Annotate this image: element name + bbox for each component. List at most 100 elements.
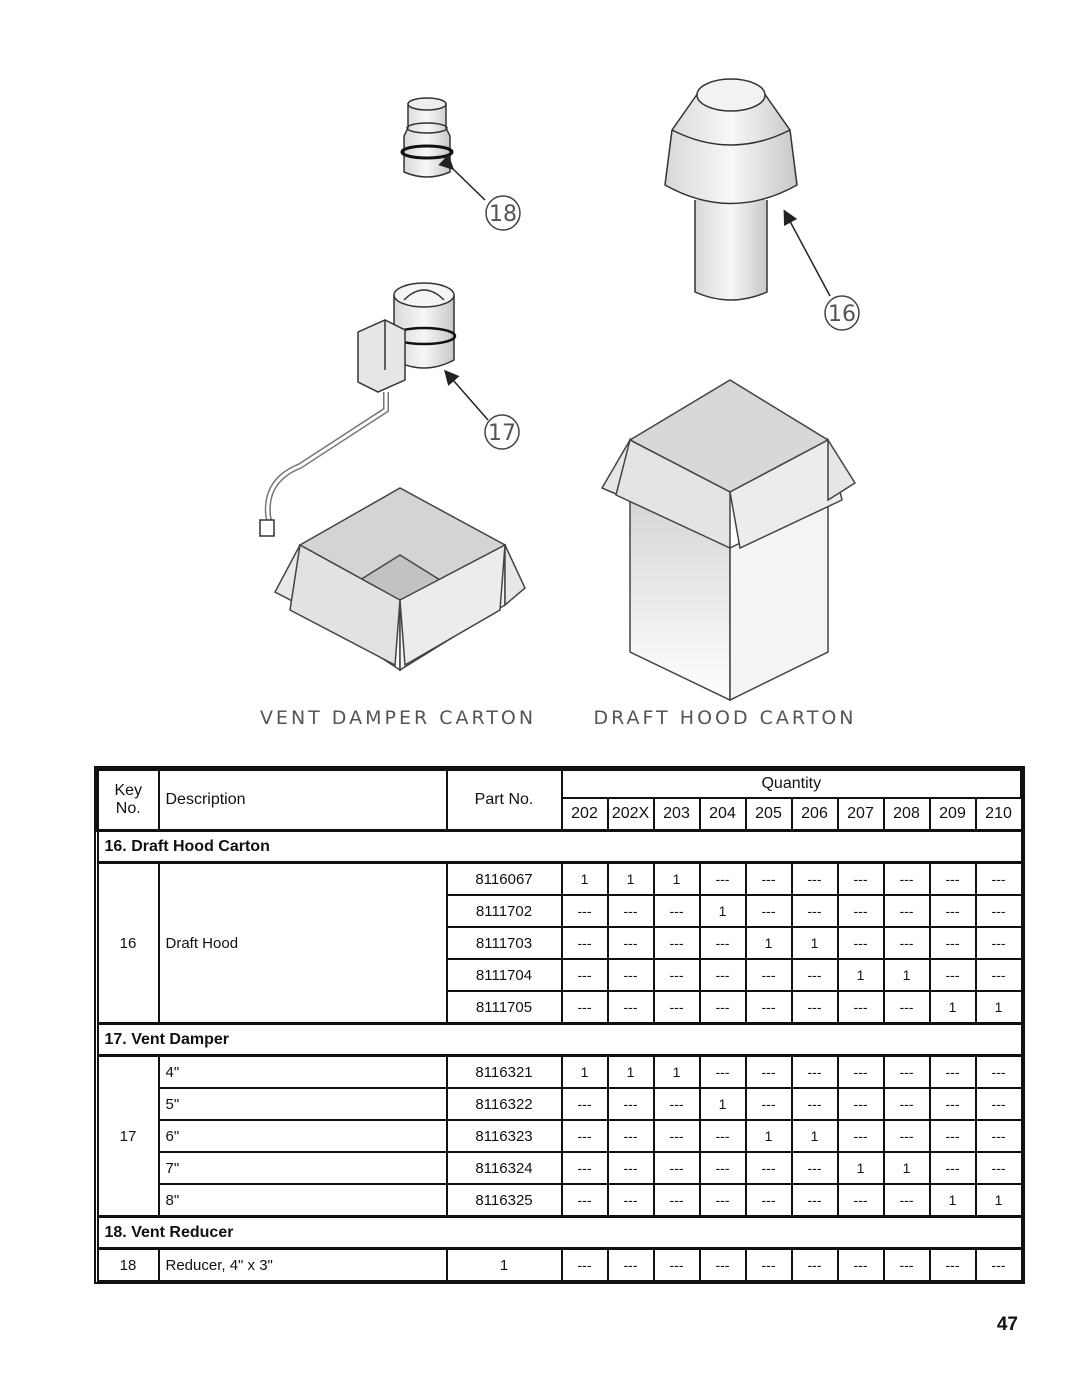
quantity-cell-209: --- [928, 1151, 977, 1185]
quantity-cell-203: --- [652, 990, 701, 1025]
quantity-cell-210: --- [974, 958, 1023, 992]
quantity-cell-210: 1 [974, 1183, 1023, 1218]
table-header-row: Key No. Description Part No. Quantity [96, 768, 1024, 832]
part-no-cell: 8111704 [445, 958, 563, 992]
quantity-cell-203: --- [652, 1183, 701, 1218]
quantity-cell-204: --- [698, 990, 747, 1025]
parts-table: Key No. Description Part No. Quantity 20… [93, 766, 1026, 1284]
quantity-cell-202X: --- [606, 1183, 655, 1218]
quantity-cell-209: --- [928, 1087, 977, 1121]
quantity-cell-206: 1 [790, 926, 839, 960]
quantity-cell-202: --- [560, 1183, 609, 1218]
quantity-cell-202X: --- [606, 1119, 655, 1153]
model-header-2: 203 [652, 797, 701, 832]
quantity-cell-202X: --- [606, 958, 655, 992]
key-header-line1: Key [114, 782, 143, 799]
quantity-cell-203: 1 [652, 861, 701, 896]
quantity-cell-204: --- [698, 1247, 747, 1282]
model-header-9: 210 [974, 797, 1023, 832]
quantity-cell-208: --- [882, 861, 931, 896]
vent-reducer-drawing [400, 97, 486, 201]
draft-hood-drawing [664, 78, 831, 301]
model-header-3: 204 [698, 797, 747, 832]
quantity-cell-205: 1 [744, 1119, 793, 1153]
quantity-cell-202: --- [560, 926, 609, 960]
parts-illustration: 18 16 17 VENT DAMPE [259, 78, 860, 729]
description-cell: 5" [157, 1087, 448, 1121]
vent-damper-carton-label: VENT DAMPER CARTON [260, 707, 536, 729]
quantity-cell-209: --- [928, 1054, 977, 1089]
quantity-cell-210: --- [974, 1119, 1023, 1153]
quantity-cell-203: --- [652, 1119, 701, 1153]
quantity-cell-202: 1 [560, 861, 609, 896]
model-header-5: 206 [790, 797, 839, 832]
quantity-cell-210: 1 [974, 990, 1023, 1025]
quantity-cell-208: --- [882, 1119, 931, 1153]
quantity-cell-204: --- [698, 1054, 747, 1089]
callout-18: 18 [485, 195, 521, 231]
quantity-cell-202: --- [560, 894, 609, 928]
description-header: Description [157, 768, 448, 832]
key-header-line2: No. [115, 800, 141, 817]
part-no-header: Part No. [445, 768, 563, 832]
quantity-cell-203: --- [652, 894, 701, 928]
vent-damper-drawing [259, 282, 489, 537]
quantity-cell-202X: --- [606, 894, 655, 928]
part-no-cell: 8116325 [445, 1183, 563, 1218]
quantity-cell-209: --- [928, 926, 977, 960]
quantity-cell-205: --- [744, 1087, 793, 1121]
model-header-8: 209 [928, 797, 977, 832]
quantity-cell-206: --- [790, 1247, 839, 1282]
quantity-cell-203: --- [652, 1151, 701, 1185]
quantity-cell-209: --- [928, 861, 977, 896]
quantity-cell-204: 1 [698, 894, 747, 928]
quantity-cell-210: --- [974, 1087, 1023, 1121]
description-cell: 8" [157, 1183, 448, 1218]
quantity-cell-208: --- [882, 1247, 931, 1282]
quantity-cell-202: --- [560, 1247, 609, 1282]
quantity-cell-206: --- [790, 894, 839, 928]
key-no-cell: 18 [96, 1247, 160, 1282]
quantity-cell-207: --- [836, 1054, 885, 1089]
part-no-cell: 8116321 [445, 1054, 563, 1089]
quantity-cell-202: --- [560, 958, 609, 992]
quantity-cell-210: --- [974, 1247, 1023, 1282]
quantity-cell-208: --- [882, 1183, 931, 1218]
quantity-cell-206: 1 [790, 1119, 839, 1153]
quantity-cell-208: --- [882, 990, 931, 1025]
quantity-cell-209: --- [928, 894, 977, 928]
key-no-header: Key No. [96, 768, 160, 832]
description-cell: Reducer, 4" x 3" [157, 1247, 448, 1282]
quantity-cell-207: --- [836, 1087, 885, 1121]
quantity-cell-202X: 1 [606, 861, 655, 896]
quantity-cell-206: --- [790, 1087, 839, 1121]
quantity-cell-210: --- [974, 926, 1023, 960]
quantity-cell-204: --- [698, 861, 747, 896]
vent-damper-carton-drawing [273, 487, 526, 672]
callout-18-label: 18 [489, 202, 517, 227]
part-no-cell: 8116322 [445, 1087, 563, 1121]
quantity-cell-202X: --- [606, 926, 655, 960]
quantity-cell-209: --- [928, 958, 977, 992]
quantity-cell-205: --- [744, 1247, 793, 1282]
key-no-cell: 17 [96, 1054, 160, 1218]
quantity-cell-208: --- [882, 894, 931, 928]
quantity-cell-207: 1 [836, 1151, 885, 1185]
key-no-cell: 16 [96, 861, 160, 1025]
page-number: 47 [996, 1314, 1018, 1335]
quantity-cell-205: --- [744, 990, 793, 1025]
quantity-cell-207: --- [836, 1247, 885, 1282]
quantity-cell-210: --- [974, 1151, 1023, 1185]
quantity-cell-208: 1 [882, 958, 931, 992]
quantity-cell-202X: --- [606, 990, 655, 1025]
quantity-cell-204: --- [698, 958, 747, 992]
quantity-cell-203: --- [652, 1247, 701, 1282]
quantity-cell-202X: --- [606, 1151, 655, 1185]
quantity-cell-210: --- [974, 894, 1023, 928]
part-no-cell: 8116323 [445, 1119, 563, 1153]
